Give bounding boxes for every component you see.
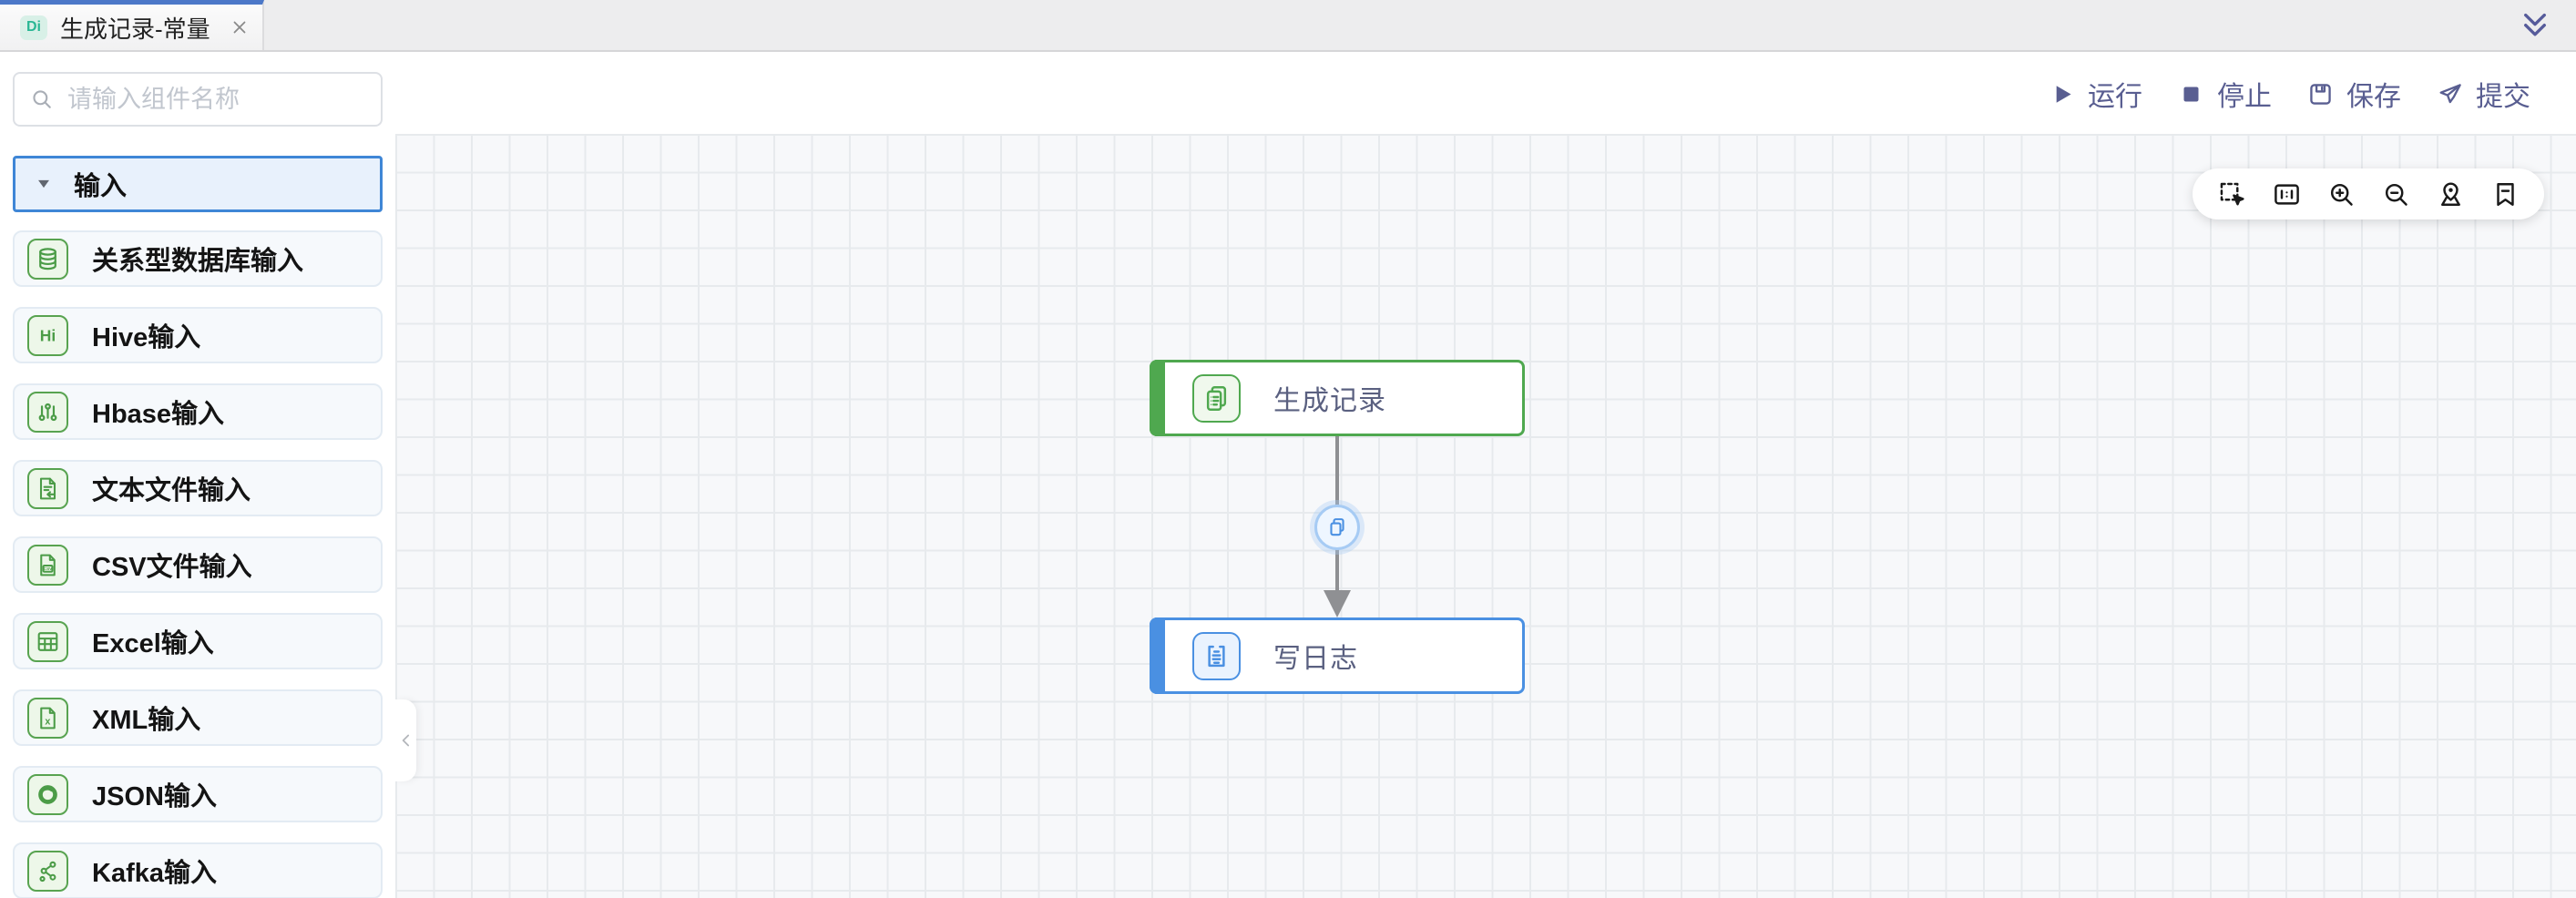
play-icon — [2048, 80, 2076, 108]
run-button[interactable]: 运行 — [2048, 74, 2142, 114]
write-log-icon — [1192, 631, 1241, 680]
edge-arrowhead-icon — [1324, 590, 1351, 617]
component-item-hive[interactable]: Hi Hive输入 — [13, 307, 383, 363]
save-icon — [2306, 80, 2335, 108]
svg-text:x: x — [45, 716, 50, 727]
xml-file-icon: x — [27, 697, 68, 739]
search-input[interactable] — [67, 85, 366, 114]
triangle-down-icon — [34, 174, 54, 194]
svg-text:CSV: CSV — [44, 566, 53, 571]
search-icon — [29, 87, 55, 112]
csv-file-icon: CSV — [27, 544, 68, 586]
double-chevron-down-icon[interactable] — [2518, 8, 2552, 43]
submit-button[interactable]: 提交 — [2436, 74, 2530, 114]
di-badge: Di — [20, 15, 47, 40]
content-area: 运行 停止 保存 提交 生成记录 写日志 — [395, 54, 2576, 898]
component-sidebar: 输入 关系型数据库输入 Hi Hive输入 Hbase输入 文本文件输入 CSV… — [0, 54, 395, 898]
excel-icon — [27, 620, 68, 662]
component-search[interactable] — [13, 72, 383, 127]
tab-generate-records[interactable]: Di 生成记录-常量 — [0, 0, 264, 50]
zoom-out-button[interactable] — [2380, 179, 2411, 209]
marquee-select-button[interactable] — [2216, 179, 2247, 209]
node-1-generate-records[interactable]: 生成记录 — [1150, 360, 1525, 436]
close-icon[interactable] — [229, 16, 250, 38]
tab-bar-rest — [264, 0, 2576, 50]
tab-title: 生成记录-常量 — [60, 15, 210, 43]
zoom-in-button[interactable] — [2326, 179, 2356, 209]
node-2-write-log[interactable]: 写日志 — [1150, 617, 1525, 694]
component-item-xml-file[interactable]: x XML输入 — [13, 689, 383, 746]
action-bar: 运行 停止 保存 提交 — [395, 54, 2576, 134]
sidebar-collapse-handle[interactable] — [395, 699, 416, 781]
generate-records-icon — [1192, 373, 1241, 423]
zoom-reset-button[interactable] — [2271, 179, 2302, 209]
component-item-excel[interactable]: Excel输入 — [13, 613, 383, 669]
edge-node1-to-node2 — [1324, 436, 1351, 617]
kafka-icon — [27, 850, 68, 892]
chevron-left-icon — [397, 731, 415, 750]
svg-text:Hi: Hi — [40, 326, 56, 344]
component-item-json[interactable]: JSON输入 — [13, 766, 383, 822]
send-icon — [2436, 80, 2464, 108]
bookmark-button[interactable] — [2489, 179, 2520, 209]
copy-badge[interactable] — [1314, 505, 1360, 550]
section-label: 输入 — [74, 172, 128, 201]
json-icon — [27, 773, 68, 815]
hbase-icon — [27, 391, 68, 433]
text-file-icon — [27, 467, 68, 509]
stop-icon — [2177, 80, 2205, 108]
component-item-text-file[interactable]: 文本文件输入 — [13, 460, 383, 516]
locate-button[interactable] — [2435, 179, 2466, 209]
save-button[interactable]: 保存 — [2306, 74, 2401, 114]
hive-icon: Hi — [27, 314, 68, 356]
component-item-database[interactable]: 关系型数据库输入 — [13, 230, 383, 287]
flow-canvas[interactable]: 生成记录 写日志 — [395, 134, 2576, 898]
database-icon — [27, 238, 68, 280]
stop-button[interactable]: 停止 — [2177, 74, 2272, 114]
component-list: 关系型数据库输入 Hi Hive输入 Hbase输入 文本文件输入 CSV CS… — [13, 230, 383, 898]
component-item-kafka[interactable]: Kafka输入 — [13, 842, 383, 898]
canvas-toolbar — [2193, 168, 2544, 219]
section-header-input[interactable]: 输入 — [13, 156, 383, 212]
tab-bar: Di 生成记录-常量 — [0, 0, 2576, 52]
component-item-csv-file[interactable]: CSV CSV文件输入 — [13, 536, 383, 593]
component-item-hbase[interactable]: Hbase输入 — [13, 383, 383, 440]
